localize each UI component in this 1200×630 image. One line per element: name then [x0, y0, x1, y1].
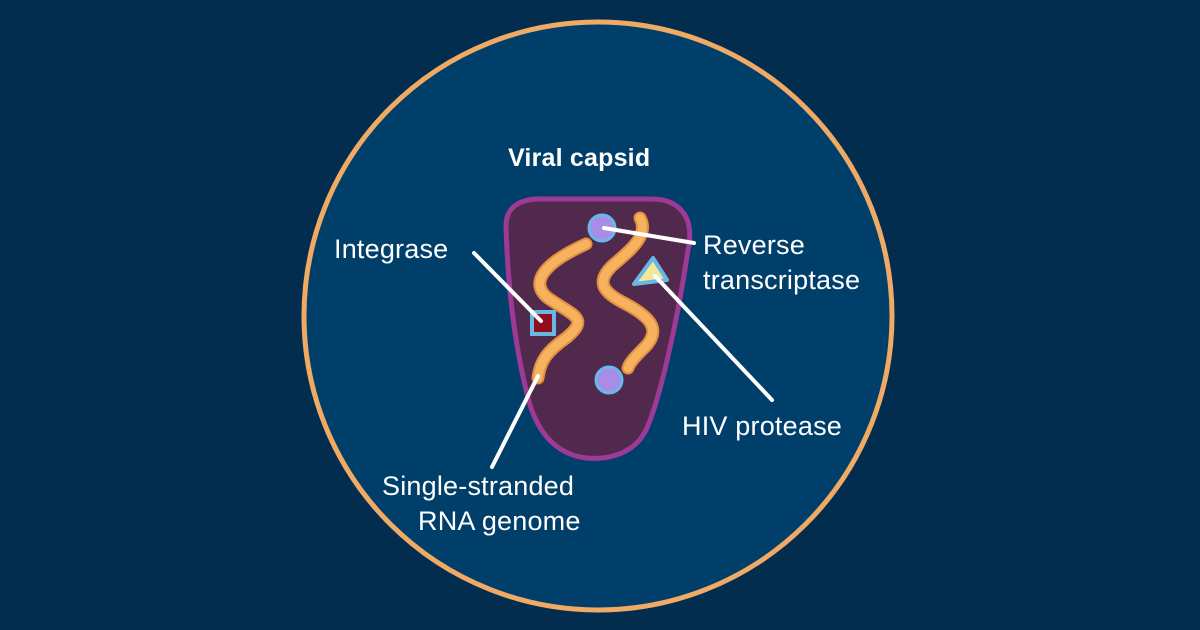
label-integrase: Integrase — [334, 234, 449, 264]
leader-line-rna-genome — [490, 374, 540, 469]
label-rna-genome-line2: RNA genome — [418, 506, 581, 536]
leader-line-reverse-transcriptase — [602, 226, 696, 245]
label-rna-genome-line1: Single-stranded — [382, 471, 575, 501]
leader-line-integrase — [472, 251, 543, 323]
label-reverse-transcriptase-line1: Reverse — [703, 230, 805, 260]
rna-genome-strand-left — [531, 237, 593, 385]
label-viral-capsid: Viral capsid — [508, 144, 651, 172]
enzyme-dot-lower — [594, 365, 624, 395]
rna-ribbon-right — [598, 213, 658, 373]
rna-genome-strand-right — [596, 211, 660, 375]
label-hiv-protease: HIV protease — [682, 411, 842, 441]
leader-line-hiv-protease — [653, 274, 774, 402]
rna-ribbon-left — [533, 239, 591, 383]
label-reverse-transcriptase-line2: transcriptase — [703, 265, 861, 295]
